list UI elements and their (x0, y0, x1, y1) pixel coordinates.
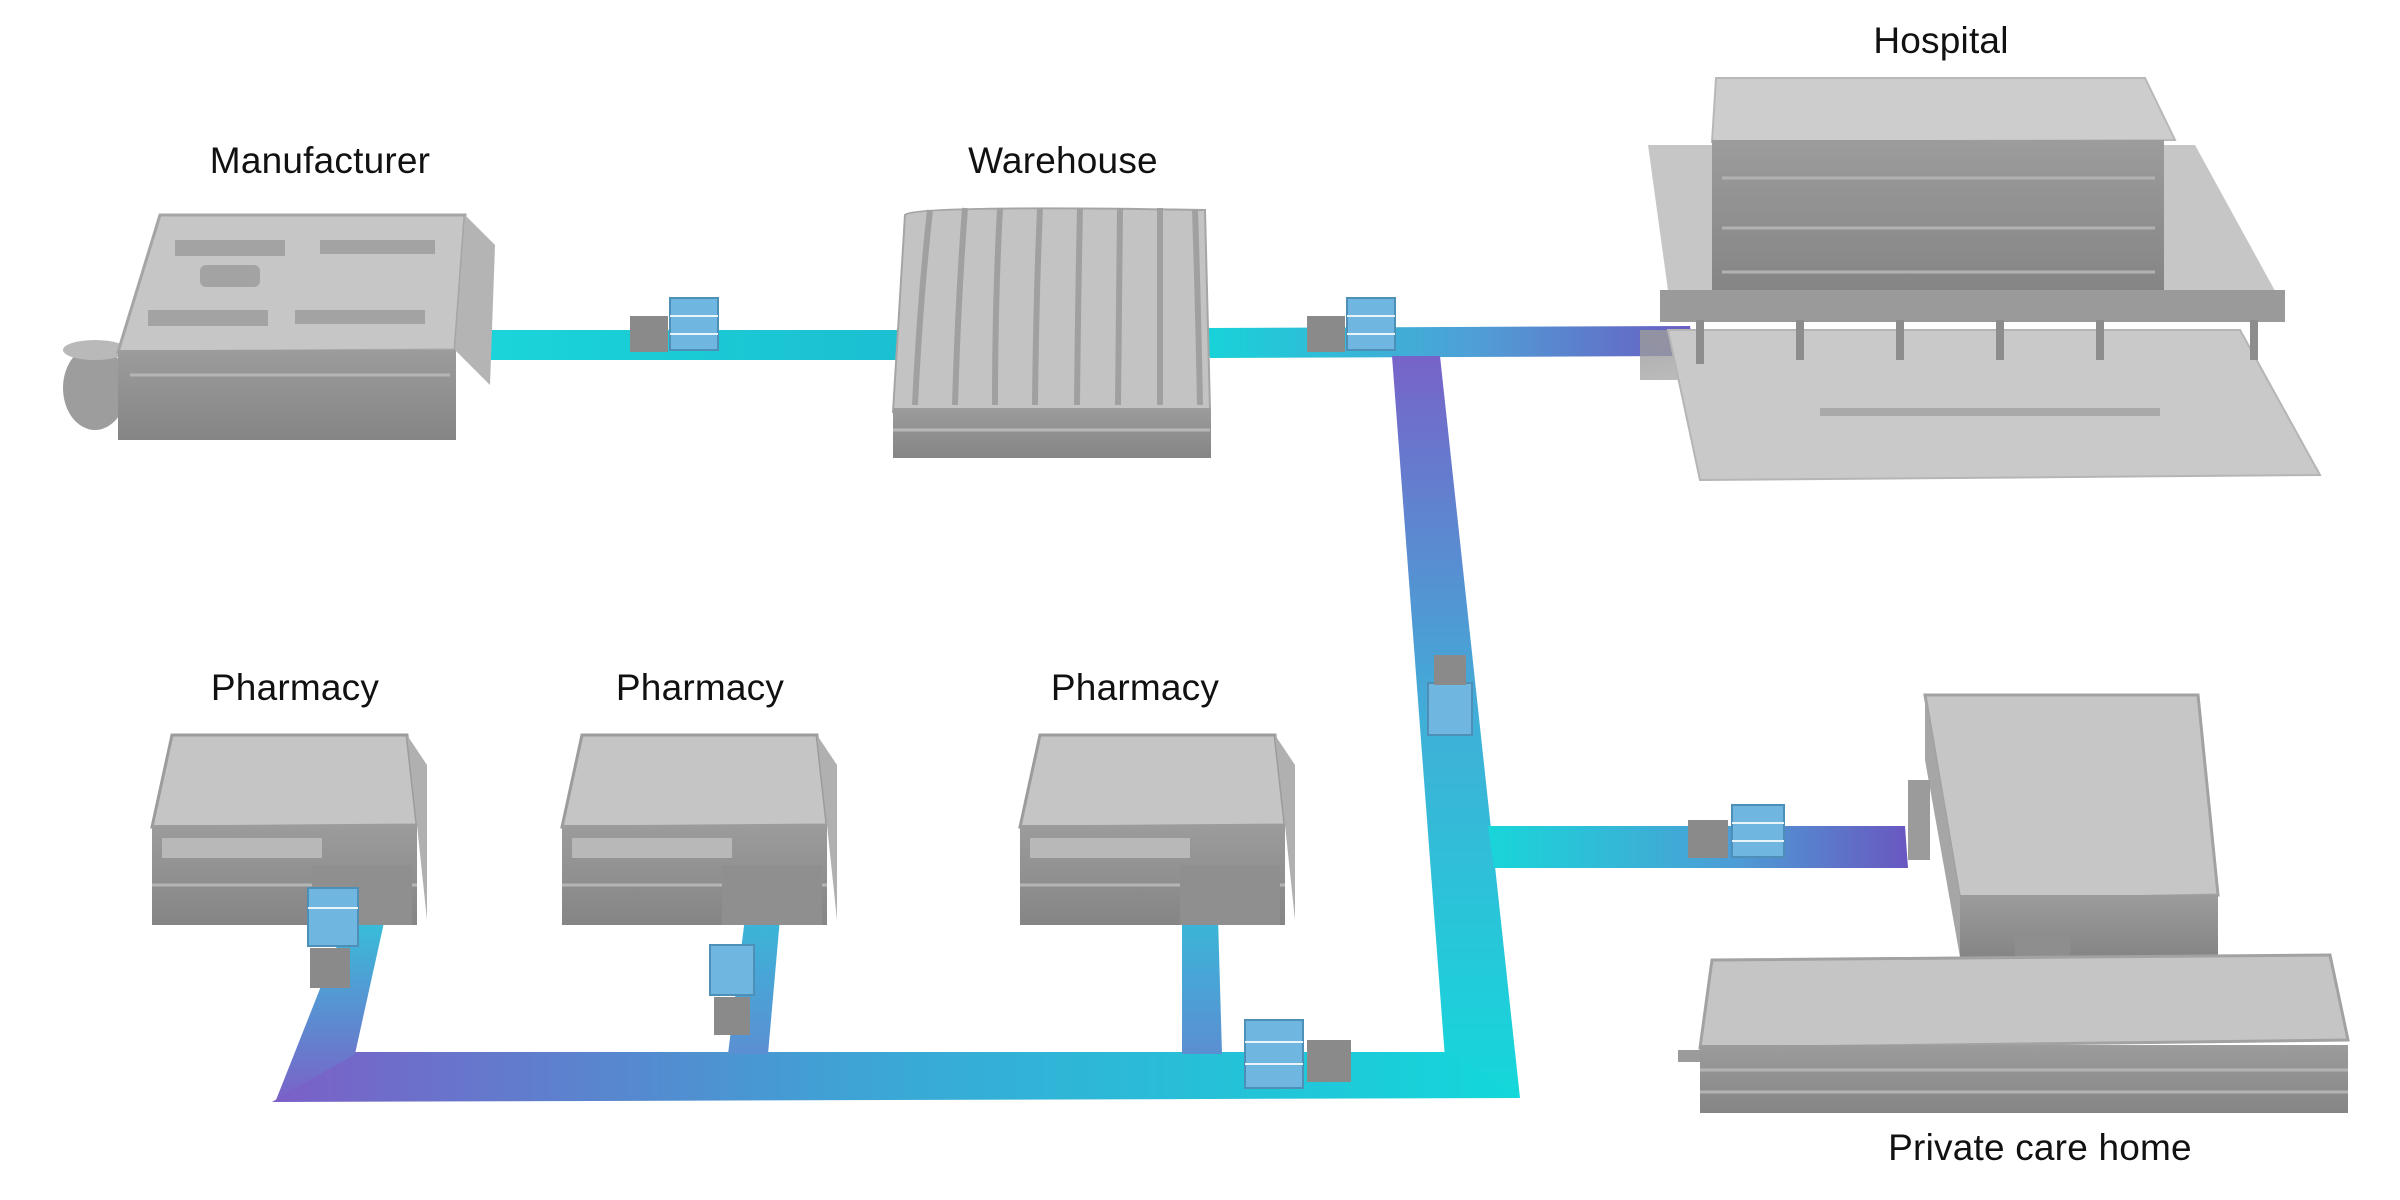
forklift-3 (1427, 655, 1473, 736)
forklift-icon (1434, 655, 1466, 685)
node-label-hospital: Hospital (1873, 20, 2009, 61)
manufacturer-front (118, 350, 456, 440)
care-home-upper-roof (1923, 693, 2220, 902)
route-warehouse-hospital (1205, 326, 1695, 358)
hospital-pillars (1696, 320, 2258, 364)
forklift-6 (709, 944, 755, 1035)
node-label-care-home: Private care home (1888, 1127, 2192, 1168)
warehouse-building (891, 207, 1212, 458)
forklift-1 (630, 297, 719, 352)
forklift-4 (1688, 804, 1785, 858)
hospital-podium-front (1660, 290, 2285, 322)
route-bottom (272, 1052, 1520, 1102)
node-label-pharmacy-3: Pharmacy (1050, 667, 1220, 708)
node-label-pharmacy-2: Pharmacy (615, 667, 785, 708)
forklift-5 (1244, 1019, 1351, 1089)
pallet-icon (1731, 804, 1785, 858)
pallet-icon (1244, 1019, 1304, 1089)
care-home-lower-roof (1698, 953, 2350, 1050)
pallet-icon (1346, 297, 1396, 351)
manufacturer-roof (115, 213, 467, 354)
pallet-icon (307, 887, 359, 947)
hospital-ramp (1820, 408, 2160, 416)
pallet-icon (1427, 682, 1473, 736)
warehouse-ribs (912, 207, 1203, 406)
forklift-icon (1307, 1040, 1351, 1082)
node-label-manufacturer: Manufacturer (209, 140, 431, 181)
forklift-icon (310, 948, 350, 988)
manufacturer-building (63, 213, 495, 440)
manufacturer-roof-units (148, 240, 435, 326)
hospital-plaza (1666, 329, 2322, 482)
forklift-icon (630, 316, 668, 352)
warehouse-roof (891, 207, 1212, 414)
pharmacy-building-3 (1018, 733, 1295, 925)
node-label-pharmacy-1: Pharmacy (210, 667, 380, 708)
node-label-warehouse: Warehouse (968, 140, 1158, 181)
forklift-7 (307, 887, 359, 988)
forklift-2 (1307, 297, 1396, 352)
hospital-windows (1722, 176, 2155, 274)
hospital-tower-front (1712, 140, 2164, 290)
hospital-building (1640, 77, 2322, 482)
pallet-icon (669, 297, 719, 351)
forklift-icon (1307, 316, 1345, 352)
forklift-icon (1688, 820, 1728, 858)
pharmacy-building-2 (560, 733, 837, 925)
pallet-icon (709, 944, 755, 996)
care-home-building (1678, 693, 2350, 1113)
manufacturer-side (455, 215, 495, 385)
pharmacy-building-1 (150, 733, 427, 925)
route-pharmacy-1 (276, 918, 385, 1100)
route-pharmacy-3 (1182, 918, 1222, 1054)
warehouse-base (893, 408, 1211, 458)
care-home-canopy (1908, 780, 1930, 860)
hospital-tower-roof (1710, 77, 2177, 144)
manufacturer-tank (63, 346, 127, 430)
